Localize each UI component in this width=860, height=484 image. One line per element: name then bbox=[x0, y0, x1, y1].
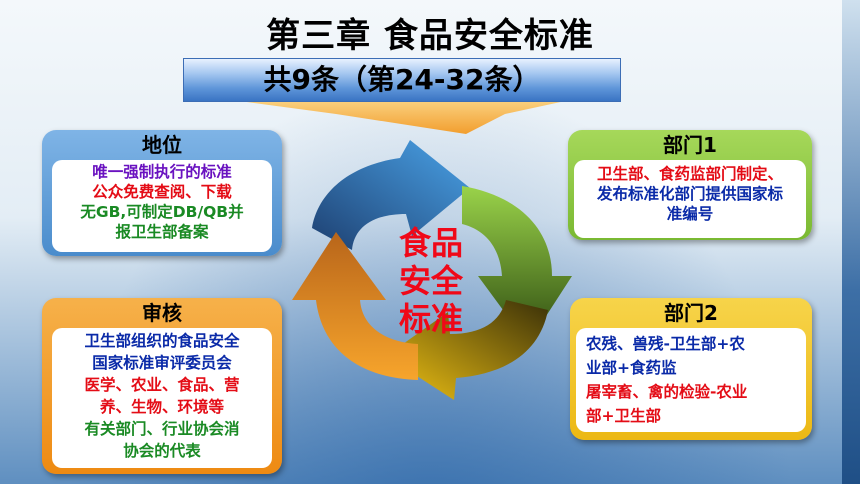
review-panel-body: 卫生部组织的食品安全 国家标准审评委员会 医学、农业、食品、营 养、生物、环境等… bbox=[52, 328, 272, 468]
center-label-line: 安全 bbox=[398, 262, 463, 300]
dept1-line: 发布标准化部门提供国家标 bbox=[596, 185, 783, 203]
dept1-panel: 部门1 卫生部、食药监部门制定、 发布标准化部门提供国家标 准编号 bbox=[568, 130, 812, 240]
dept2-line: 部+卫生部 bbox=[586, 407, 661, 425]
subtitle-banner: 共9条（第24-32条） bbox=[183, 58, 621, 102]
dept1-panel-title: 部门1 bbox=[663, 133, 717, 157]
page-title: 第三章 食品安全标准 bbox=[266, 16, 594, 56]
status-line: 无GB,可制定DB/QB并 bbox=[80, 203, 244, 221]
cycle-arrow-yellow bbox=[386, 300, 548, 400]
dept2-line: 农残、兽残-卫生部+农 bbox=[586, 335, 745, 353]
dept2-panel-title: 部门2 bbox=[664, 301, 718, 325]
review-panel-title: 审核 bbox=[142, 301, 182, 325]
status-line: 公众免费查阅、下载 bbox=[92, 183, 232, 201]
review-line: 养、生物、环境等 bbox=[99, 398, 224, 416]
center-label-line: 标准 bbox=[398, 300, 463, 338]
status-panel-title: 地位 bbox=[142, 133, 182, 157]
center-label-line: 食品 bbox=[398, 224, 463, 262]
dept1-panel-body: 卫生部、食药监部门制定、 发布标准化部门提供国家标 准编号 bbox=[574, 160, 806, 238]
dept2-line: 屠宰畜、禽的检验-农业 bbox=[586, 383, 748, 401]
cycle-arrow-orange bbox=[292, 232, 418, 380]
right-decor-strip bbox=[842, 0, 860, 484]
cycle-arrow-blue bbox=[312, 140, 470, 250]
status-panel-body: 唯一强制执行的标准 公众免费查阅、下载 无GB,可制定DB/QB并 报卫生部备案 bbox=[52, 160, 272, 252]
review-line: 协会的代表 bbox=[123, 442, 201, 460]
review-panel: 审核 卫生部组织的食品安全 国家标准审评委员会 医学、农业、食品、营 养、生物、… bbox=[42, 298, 282, 474]
dept2-panel-body: 农残、兽残-卫生部+农 业部+食药监 屠宰畜、禽的检验-农业 部+卫生部 bbox=[576, 328, 806, 432]
status-line: 唯一强制执行的标准 bbox=[92, 163, 232, 181]
cycle-arrow-green bbox=[462, 186, 572, 344]
center-label: 食品 安全 标准 bbox=[383, 224, 479, 338]
dept2-line: 业部+食药监 bbox=[586, 359, 677, 377]
review-line: 国家标准审评委员会 bbox=[92, 354, 232, 372]
dept1-line: 卫生部、食药监部门制定、 bbox=[596, 165, 783, 183]
status-line: 报卫生部备案 bbox=[115, 223, 209, 241]
review-line: 医学、农业、食品、营 bbox=[84, 376, 240, 394]
review-line: 有关部门、行业协会消 bbox=[84, 420, 240, 438]
dept2-panel: 部门2 农残、兽残-卫生部+农 业部+食药监 屠宰畜、禽的检验-农业 部+卫生部 bbox=[570, 298, 812, 440]
status-panel: 地位 唯一强制执行的标准 公众免费查阅、下载 无GB,可制定DB/QB并 报卫生… bbox=[42, 130, 282, 256]
review-line: 卫生部组织的食品安全 bbox=[84, 332, 240, 350]
dept1-line: 准编号 bbox=[666, 205, 714, 223]
